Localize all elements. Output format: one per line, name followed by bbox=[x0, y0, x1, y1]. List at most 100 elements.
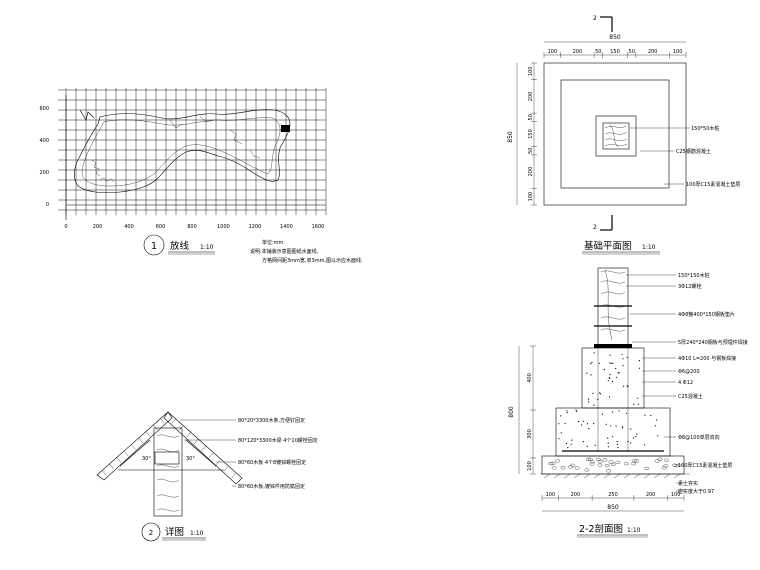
y-tick-label: 600 bbox=[39, 106, 49, 112]
concrete-pier bbox=[581, 347, 645, 409]
gravel-stone bbox=[550, 461, 556, 465]
dim-label: 200 bbox=[528, 92, 534, 102]
layout-grid bbox=[58, 88, 327, 215]
sec-overall-dim: 850 bbox=[607, 504, 619, 511]
concrete-dot bbox=[608, 377, 611, 379]
y-tick-label: 400 bbox=[39, 138, 49, 144]
dim-label: 150 bbox=[610, 49, 620, 55]
concrete-dot bbox=[633, 403, 635, 405]
concrete-dot bbox=[577, 421, 580, 423]
section-callout: 3Φ12螺栓 bbox=[678, 283, 701, 290]
roof-left bbox=[96, 411, 173, 481]
concrete-dot bbox=[621, 353, 623, 355]
section-callouts: 150*150木桩3Φ12螺栓4Φ8箍400*150钢板垫片5厚240*240钢… bbox=[626, 272, 748, 495]
concrete-dot bbox=[610, 362, 612, 364]
concrete-dot bbox=[597, 398, 599, 401]
concrete-dot bbox=[566, 410, 568, 412]
section-scale: 1:10 bbox=[627, 527, 641, 534]
plan-title: 放线 bbox=[170, 240, 190, 252]
x-tick-label: 400 bbox=[124, 224, 134, 230]
shingle-right bbox=[223, 466, 229, 472]
section-callout: 素土夯实 bbox=[678, 480, 698, 487]
concrete-dot bbox=[603, 369, 606, 371]
x-tick-label: 1200 bbox=[249, 224, 262, 230]
detail-callout: 80*60木板 4个8镀锌螺栓固定 bbox=[238, 459, 306, 466]
section-callout: 4Φ8箍400*150钢板垫片 bbox=[678, 311, 735, 318]
section-callout: Φ6@200 bbox=[678, 369, 700, 375]
detail-drawing: 30° 30° 80*20*3300木条,方便钉固定80*120*3300木梁 … bbox=[96, 411, 318, 542]
concrete-dot bbox=[644, 444, 646, 446]
dim-label: 50 bbox=[629, 49, 635, 55]
gravel-stone bbox=[555, 459, 560, 463]
fp-callout-1: 150*50木桩 bbox=[691, 125, 719, 132]
dim-label: 50 bbox=[595, 49, 601, 55]
angle-right: 30° bbox=[186, 456, 195, 462]
concrete-dot bbox=[607, 442, 609, 444]
left-overall-dim: 850 bbox=[507, 131, 514, 143]
concrete-dot bbox=[626, 412, 628, 414]
gravel-stone bbox=[587, 457, 593, 461]
gravel-stone bbox=[608, 460, 614, 464]
gravel-stone bbox=[615, 460, 621, 464]
concrete-dot bbox=[591, 361, 593, 364]
plan-note-2: 方格网间距3mm宽,单3mm,图以示应水面线. bbox=[262, 257, 363, 264]
shingle-left bbox=[160, 418, 165, 424]
concrete-dot bbox=[612, 436, 614, 438]
timber-post-section bbox=[597, 267, 629, 347]
stone-edge bbox=[91, 115, 261, 183]
section-callout: C25混凝土 bbox=[678, 393, 703, 400]
brace-left bbox=[119, 439, 151, 467]
concrete-dot bbox=[622, 385, 625, 387]
wood-grain-plan bbox=[604, 124, 628, 148]
concrete-dot bbox=[611, 380, 614, 382]
detail-title: 详图 bbox=[165, 526, 184, 538]
gravel-stone bbox=[560, 466, 566, 470]
foundation-plan-scale: 1:10 bbox=[642, 244, 656, 251]
gravel-hatch bbox=[548, 457, 679, 473]
concrete-dot bbox=[638, 367, 641, 369]
concrete-dot bbox=[637, 403, 640, 405]
top-overall-dim: 850 bbox=[609, 34, 621, 41]
base-layer bbox=[541, 455, 685, 475]
ground-line bbox=[540, 473, 690, 479]
section-callout: 5厚240*240钢板与预埋件焊接 bbox=[678, 339, 748, 346]
concrete-dot bbox=[632, 437, 635, 439]
dim-label: 200 bbox=[648, 49, 658, 55]
concrete-dot bbox=[636, 433, 638, 435]
dim-label: 100 bbox=[527, 461, 533, 471]
detail-wood-grain bbox=[156, 434, 180, 512]
gravel-stone bbox=[602, 458, 608, 462]
fp-callout-3: 100厚C15素混凝土垫层 bbox=[686, 181, 740, 188]
steel-plate bbox=[594, 344, 632, 348]
section-callout: 4Φ10 L=200 与钢板焊接 bbox=[678, 355, 736, 362]
gravel-stone bbox=[584, 468, 590, 472]
detail-index: 2 bbox=[149, 529, 153, 537]
concrete-dot bbox=[593, 404, 595, 406]
concrete-dot bbox=[582, 441, 584, 443]
concrete-dot bbox=[612, 362, 614, 364]
x-tick-label: 600 bbox=[156, 224, 166, 230]
plan-note-1: 说明:本铺装示意图图纸水面线, bbox=[250, 248, 319, 255]
concrete-dot bbox=[576, 410, 578, 412]
x-tick-label: 0 bbox=[64, 224, 67, 230]
concrete-dot bbox=[638, 360, 641, 362]
concrete-dot bbox=[588, 398, 590, 400]
angle-left: 30° bbox=[142, 456, 151, 462]
post-cap bbox=[154, 451, 180, 465]
concrete-dot bbox=[622, 358, 624, 360]
gravel-stone bbox=[589, 460, 595, 464]
x-tick-label: 1600 bbox=[312, 224, 325, 230]
concrete-dot bbox=[609, 362, 611, 364]
section-callout: 4 Φ12 bbox=[678, 380, 693, 386]
gravel-stone bbox=[585, 457, 591, 461]
concrete-dot bbox=[588, 428, 590, 430]
concrete-dot bbox=[615, 425, 617, 427]
concrete-dot bbox=[618, 371, 620, 374]
concrete-dot bbox=[654, 425, 657, 427]
section-mark-top: 2 bbox=[593, 15, 597, 22]
dim-label: 200 bbox=[646, 492, 656, 498]
